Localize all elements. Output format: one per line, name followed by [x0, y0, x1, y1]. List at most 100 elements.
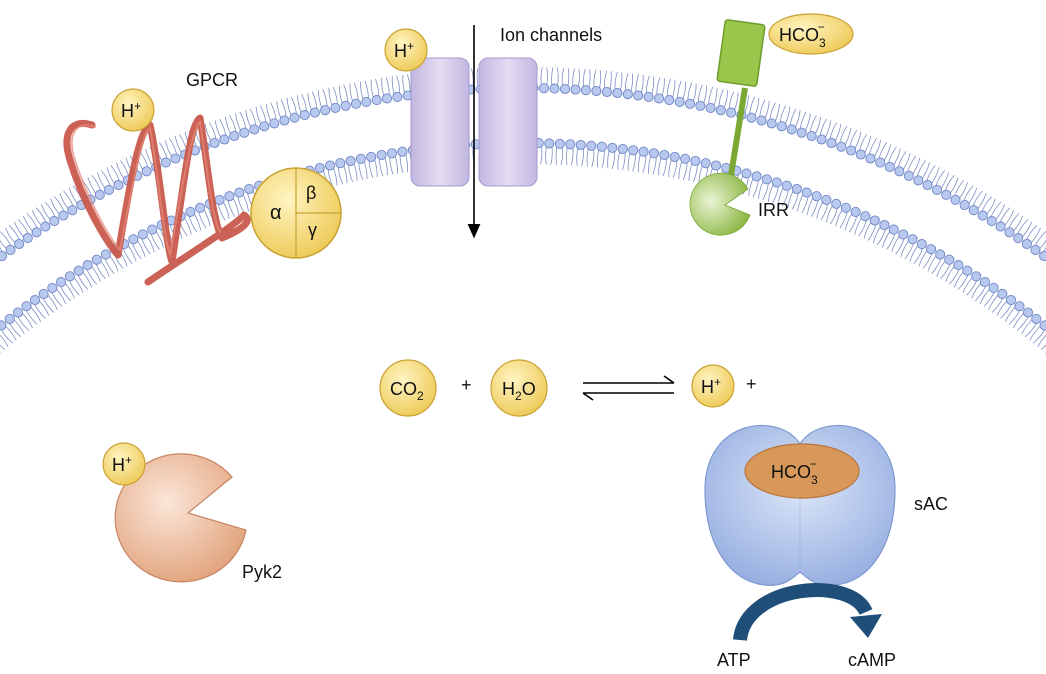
- lipid-head: [113, 180, 124, 191]
- lipid-head: [922, 180, 933, 191]
- lipid-head: [309, 107, 320, 118]
- lipid-head: [944, 254, 955, 265]
- lipid-head: [617, 143, 628, 155]
- beta-subunit-label: β: [306, 183, 316, 203]
- lipid-tail: [0, 334, 9, 348]
- lipid-head: [22, 233, 33, 244]
- lipid-head: [279, 115, 290, 126]
- lipid-head: [894, 166, 905, 177]
- lipid-head: [916, 239, 927, 250]
- lipid-head: [14, 238, 25, 250]
- lipid-head: [850, 206, 861, 217]
- lipid-head: [953, 260, 964, 271]
- lipid-head: [726, 107, 737, 118]
- lipid-head: [100, 249, 111, 260]
- svg-text:H+: H+: [394, 39, 414, 61]
- lipid-head: [0, 320, 7, 331]
- lipid-head: [141, 166, 152, 177]
- lipid-head: [664, 95, 675, 106]
- lipid-head: [324, 160, 336, 171]
- bicarbonate-sac: HCO3−: [744, 443, 860, 499]
- lipid-head: [1031, 313, 1042, 324]
- irr-receptor: [689, 19, 766, 236]
- lipid-head: [860, 211, 871, 222]
- lipid-head: [888, 224, 899, 235]
- lipid-head: [884, 161, 895, 172]
- lipid-head: [249, 124, 260, 135]
- lipid-head: [40, 221, 51, 232]
- lipid-head: [801, 187, 812, 198]
- lipid-head: [128, 234, 139, 245]
- lipid-head: [831, 198, 842, 209]
- lipid-head: [137, 229, 148, 240]
- atp-to-camp-arrow: [733, 583, 882, 642]
- lipid-head: [219, 134, 230, 145]
- lipid-head: [638, 146, 649, 157]
- lipid-head: [855, 149, 866, 160]
- lipid-head: [977, 210, 988, 221]
- h2o-molecule: H2O: [490, 359, 548, 417]
- proton-channel: H+: [384, 28, 428, 72]
- lipid-head: [397, 146, 408, 157]
- svg-text:H+: H+: [121, 99, 141, 121]
- lipid-head: [821, 194, 832, 205]
- lipid-head: [575, 139, 586, 151]
- lipid-head: [1030, 244, 1041, 255]
- lipid-head: [259, 121, 270, 132]
- lipid-head: [643, 91, 654, 102]
- lipid-head: [47, 282, 58, 293]
- lipid-head: [913, 175, 924, 186]
- lipid-head: [1005, 294, 1017, 306]
- lipid-head: [73, 265, 84, 276]
- lipid-head: [806, 130, 817, 142]
- lipid-head: [781, 180, 792, 191]
- lipid-head: [538, 83, 550, 94]
- lipid-head: [239, 127, 250, 138]
- lipid-head: [4, 313, 15, 324]
- lipid-head: [988, 282, 999, 293]
- lipid-head: [1014, 301, 1025, 312]
- lipid-head: [38, 288, 49, 299]
- lipid-head: [700, 158, 711, 169]
- lipid-head: [690, 155, 701, 167]
- lipid-head: [1039, 320, 1046, 331]
- lipid-tail: [0, 344, 6, 350]
- lipid-head: [244, 183, 255, 195]
- svg-text:HCO3−: HCO3−: [771, 457, 818, 487]
- lipid-head: [648, 148, 660, 159]
- lipid-head: [31, 227, 42, 238]
- atp-label: ATP: [717, 650, 751, 670]
- lipid-head: [756, 115, 767, 126]
- lipid-head: [607, 142, 618, 153]
- camp-label: cAMP: [848, 650, 896, 670]
- lipid-head: [674, 96, 685, 107]
- lipid-head: [234, 187, 245, 198]
- svg-text:H+: H+: [701, 375, 721, 397]
- svg-text:H+: H+: [112, 453, 132, 475]
- lipid-head: [91, 254, 102, 265]
- pyk2-label: Pyk2: [242, 562, 282, 582]
- lipid-head: [147, 224, 158, 235]
- lipid-head: [1013, 233, 1024, 244]
- lipid-head: [559, 83, 571, 95]
- lipid-head: [392, 91, 403, 102]
- lipid-head: [320, 105, 331, 116]
- lipid-head: [840, 202, 851, 213]
- lipid-head: [786, 124, 797, 135]
- lipid-head: [160, 157, 171, 168]
- lipid-head: [995, 221, 1006, 232]
- plus-sign-1: +: [461, 375, 472, 395]
- lipid-head: [761, 174, 772, 185]
- gamma-subunit-label: γ: [308, 220, 317, 240]
- lipid-head: [64, 271, 75, 282]
- lipid-head: [612, 87, 623, 99]
- ion-channels-label: Ion channels: [500, 25, 602, 45]
- lipid-head: [58, 210, 69, 221]
- lipid-head: [903, 170, 914, 181]
- lipid-head: [350, 98, 362, 109]
- bicarbonate-irr: HCO3−: [768, 13, 854, 55]
- lipid-head: [791, 183, 802, 195]
- sac-label: sAC: [914, 494, 948, 514]
- lipid-head: [366, 151, 377, 162]
